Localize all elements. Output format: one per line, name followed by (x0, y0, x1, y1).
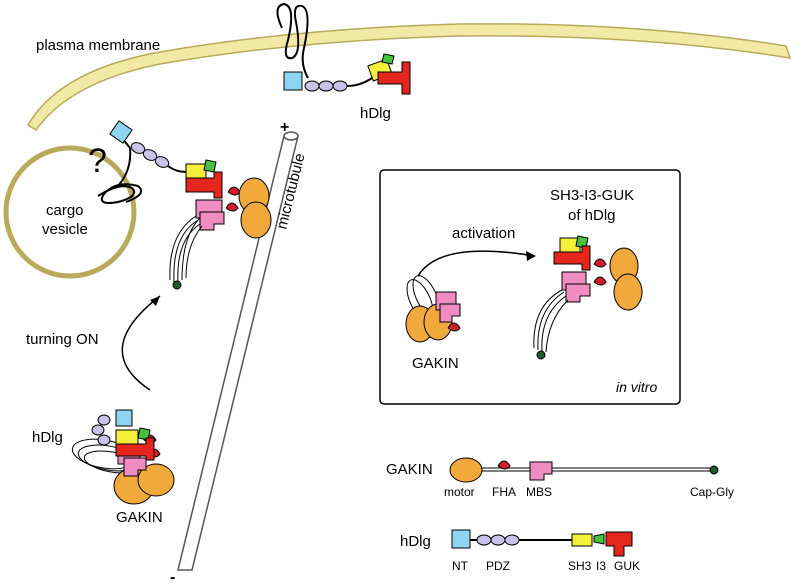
legend-i3-shape (593, 533, 605, 545)
legend-guk-shape (605, 531, 633, 557)
cargo-vesicle-label-1: cargo (46, 202, 84, 219)
hdlg-membrane-complex (283, 53, 411, 95)
activation-label: activation (452, 225, 515, 242)
plasma-membrane (26, 23, 792, 132)
legend-gakin-domain-motor: motor (444, 485, 475, 499)
plasma-membrane-label: plasma membrane (36, 37, 160, 54)
legend-fha-shape (497, 460, 511, 470)
sh3-title-line-2: of hDlg (568, 207, 616, 224)
in-vitro-label: in vitro (616, 379, 657, 395)
inset-inactive-gakin (405, 275, 461, 343)
legend-hdlg-domain-i3: I3 (596, 559, 606, 573)
legend-hdlg-domain-pdz: PDZ (486, 559, 510, 573)
gakin-microtubule (169, 177, 272, 290)
microtubule-plus-end: + (280, 119, 289, 136)
legend-hdlg-domain-sh3: SH3 (568, 559, 592, 573)
legend-gakin-domain-capgly: Cap-Gly (690, 485, 734, 499)
turning-on-arrow (121, 295, 161, 391)
microtubule (177, 131, 299, 571)
legend-hdlg-name: hDlg (400, 533, 431, 550)
gakin-inset-label: GAKIN (412, 355, 459, 372)
hdlg-vesicle-complex (109, 120, 223, 199)
sh3-title-line-1: SH3-I3-GUK (550, 187, 634, 204)
activation-arrow (417, 250, 535, 277)
legend-motor-shape (449, 457, 483, 483)
legend-gakin-name: GAKIN (386, 461, 433, 478)
inset-active-gakin (533, 235, 643, 360)
legend-pdz-shape-3 (504, 534, 520, 546)
vesicle-transmembrane-coil (97, 183, 142, 204)
legend-hdlg-domain-nt: NT (452, 559, 469, 573)
legend-pdz-shape-1 (476, 534, 492, 546)
legend-gakin-domain-fha: FHA (492, 485, 516, 499)
microtubule-minus-end: - (170, 569, 175, 586)
legend-gakin: GAKIN motor FHA MBS Cap-Gly (386, 457, 734, 499)
hdlg-left-label: hDlg (32, 429, 63, 446)
cargo-vesicle (3, 145, 137, 279)
in-vitro-inset (379, 169, 681, 405)
gakin-left-label: GAKIN (116, 509, 163, 526)
legend-gakin-domain-mbs: MBS (526, 485, 552, 499)
transmembrane-protein-top (276, 2, 309, 79)
legend-hdlg: hDlg NT PDZ SH3 I3 GUK (400, 529, 640, 573)
legend-capgly-shape (709, 465, 719, 475)
legend-mbs-shape (529, 461, 553, 481)
turning-on-label: turning ON (26, 331, 99, 348)
hdlg-top-label: hDlg (360, 105, 391, 122)
inactive-gakin-hdlg-complex (71, 409, 175, 505)
legend-nt-shape (451, 529, 471, 549)
question-mark: ? (88, 142, 107, 180)
cargo-vesicle-label-2: vesicle (42, 221, 88, 238)
legend-sh3-shape (571, 533, 593, 547)
legend-hdlg-domain-guk: GUK (614, 559, 640, 573)
legend-pdz-shape-2 (490, 534, 506, 546)
